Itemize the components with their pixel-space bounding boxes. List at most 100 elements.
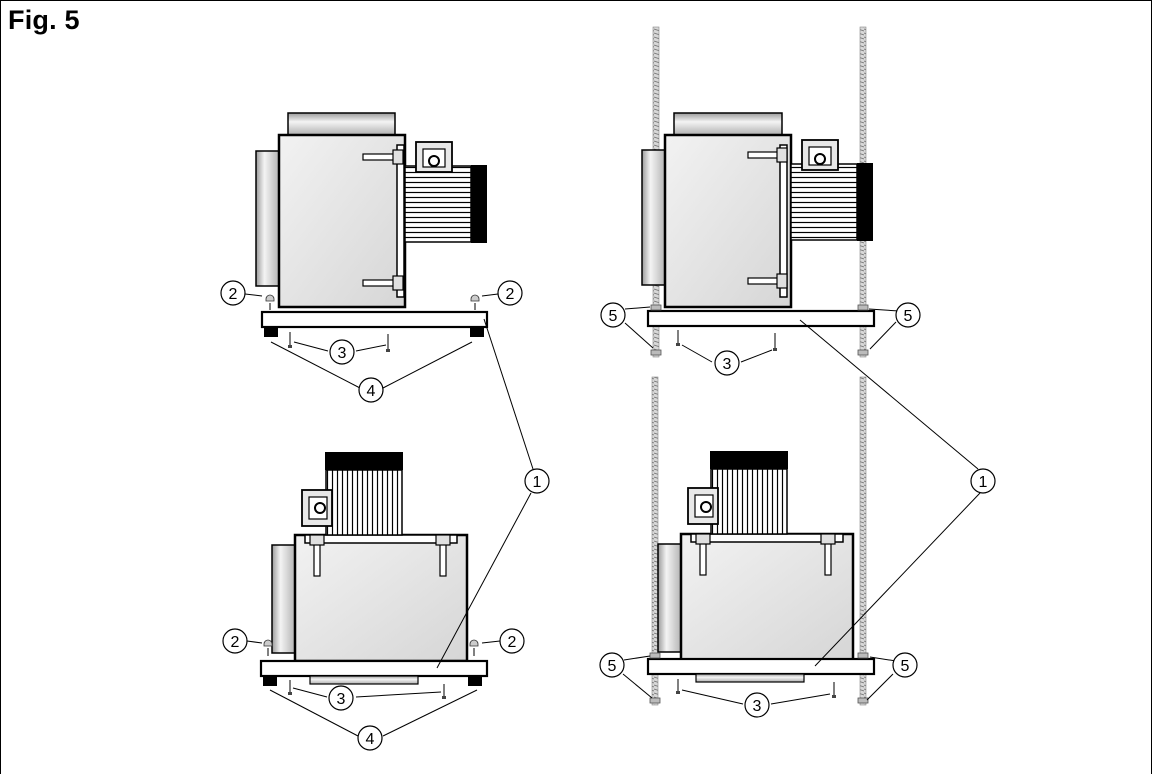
hinge-block-top (776, 147, 788, 163)
inlet-collar-side (657, 543, 683, 653)
outlet-collar-top (287, 112, 396, 136)
motor-body (710, 468, 788, 535)
rubber-foot-right (470, 327, 484, 337)
hinge-block-right (820, 533, 836, 545)
unit-floor-top-motor (259, 452, 489, 699)
callout-4-top: 4 (358, 377, 384, 403)
outlet-collar-bottom (695, 673, 805, 683)
svg-text:1: 1 (533, 474, 542, 491)
callout-3-top-right: 3 (714, 350, 740, 376)
svg-text:4: 4 (367, 383, 376, 400)
threaded-rod-left (651, 376, 659, 706)
cable-gland (814, 153, 826, 165)
callout-4-bottom: 4 (357, 725, 383, 751)
cable-gland (314, 502, 326, 514)
svg-text:5: 5 (608, 658, 617, 675)
inlet-collar-side (641, 149, 667, 286)
svg-text:2: 2 (229, 286, 238, 303)
svg-text:3: 3 (338, 345, 347, 362)
svg-text:5: 5 (904, 308, 913, 325)
callout-3-bottom-left: 3 (328, 685, 354, 711)
screw-left (288, 680, 292, 695)
housing-rail (396, 144, 405, 298)
rubber-foot-left (264, 327, 278, 337)
rubber-foot-left (263, 676, 277, 686)
screw-left (676, 330, 680, 346)
threaded-rod-right (859, 376, 867, 706)
callout-5-bottom-right: 5 (892, 652, 918, 678)
hinge-block-top (392, 149, 404, 165)
hinge-block-left (695, 533, 711, 545)
hinge-block-bottom (776, 273, 788, 289)
svg-text:5: 5 (609, 308, 618, 325)
nut-top-right (857, 304, 869, 311)
nut-right (470, 294, 480, 310)
screw-right (442, 684, 446, 699)
callout-3-bottom-right: 3 (744, 692, 770, 718)
motor-body (404, 165, 472, 243)
callout-2-top-right: 2 (497, 280, 523, 306)
screw-left (288, 332, 292, 348)
callout-1-left: 1 (524, 468, 550, 494)
motor-end-cap (710, 451, 788, 469)
hinge-block-right (435, 534, 451, 546)
nut-bottom-right (857, 697, 869, 704)
svg-text:5: 5 (901, 658, 910, 675)
nut-bottom-left (649, 697, 661, 704)
cable-gland (428, 155, 440, 167)
figure-title: Fig. 5 (8, 5, 80, 35)
nut-left (265, 294, 275, 310)
svg-text:2: 2 (508, 634, 517, 651)
callout-5-top-right: 5 (895, 302, 921, 328)
svg-text:4: 4 (366, 731, 375, 748)
svg-text:1: 1 (979, 474, 988, 491)
screw-right (386, 334, 390, 352)
inlet-collar-side (271, 544, 297, 654)
nut-left (263, 639, 273, 656)
base-plate (259, 659, 489, 678)
outlet-collar-top (673, 112, 783, 136)
hinge-block-left (309, 534, 325, 546)
callouts: 2 2 2 2 3 3 3 3 (220, 280, 996, 751)
unit-suspended-top-motor (646, 376, 876, 706)
unit-suspended-side-motor (641, 26, 876, 358)
nut-right (469, 639, 479, 656)
leader-lines (244, 293, 981, 737)
hinge-block-bottom (392, 275, 404, 291)
outlet-collar-bottom (309, 675, 419, 685)
base-plate (646, 657, 876, 676)
svg-text:3: 3 (337, 691, 346, 708)
screw-right (773, 333, 777, 351)
nut-bottom-left (650, 349, 662, 356)
callout-2-bottom-right: 2 (499, 628, 525, 654)
nut-top-right (857, 652, 869, 659)
motor-end-cap (325, 452, 403, 470)
nut-bottom-right (857, 349, 869, 356)
fan-housing (293, 533, 469, 663)
svg-text:3: 3 (753, 698, 762, 715)
svg-text:2: 2 (231, 634, 240, 651)
inlet-collar-side (255, 150, 281, 287)
base-plate (646, 309, 876, 328)
svg-text:2: 2 (506, 286, 515, 303)
motor-body (325, 469, 403, 536)
motor-end-cap (471, 165, 487, 243)
callout-5-top-left: 5 (600, 302, 626, 328)
callout-2-bottom-left: 2 (222, 628, 248, 654)
motor-end-cap (857, 163, 873, 241)
callout-5-bottom-left: 5 (599, 652, 625, 678)
housing-rail (304, 534, 458, 544)
unit-floor-side-motor (255, 112, 489, 352)
base-plate (260, 310, 489, 329)
housing-rail (779, 144, 788, 298)
motor-body (790, 163, 858, 241)
cable-gland (700, 501, 712, 513)
svg-text:3: 3 (723, 356, 732, 373)
screw-right (832, 682, 836, 698)
rubber-foot-right (468, 676, 482, 686)
nut-top-left (650, 304, 662, 311)
screw-left (676, 679, 680, 694)
callout-1-right: 1 (970, 468, 996, 494)
